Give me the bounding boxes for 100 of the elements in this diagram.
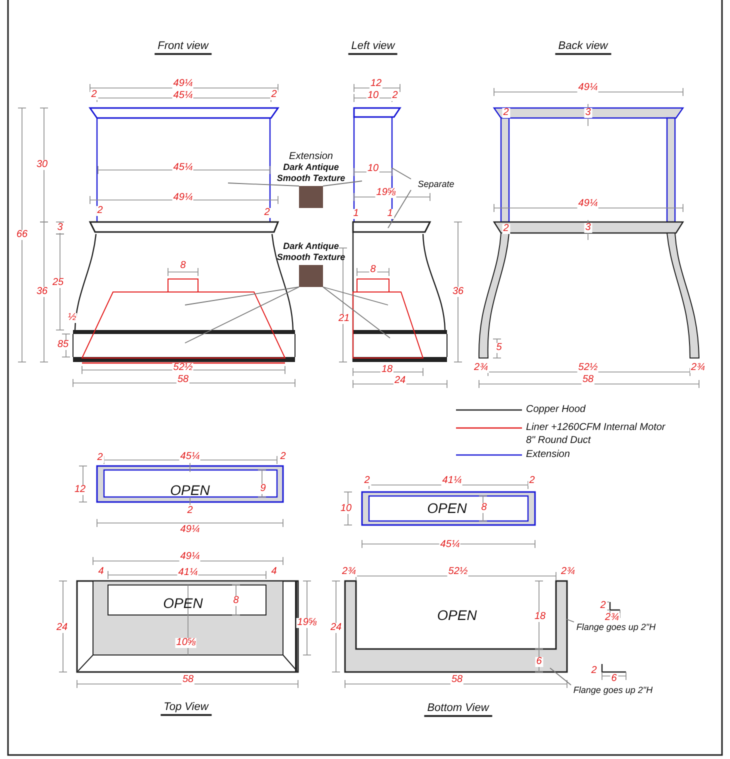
dimension-label: 6: [610, 674, 618, 684]
dimension-label: 10: [339, 504, 353, 514]
callout-text: Flange goes up 2"H: [572, 685, 654, 696]
leader-line: [322, 180, 362, 186]
view-title: Front view: [154, 41, 212, 55]
dimension-label: 10⅝: [175, 638, 197, 648]
dimension-label: 8: [369, 265, 377, 275]
dimension-label: 85: [56, 340, 70, 350]
dimension-label: 2: [502, 224, 510, 234]
dimension-label: 2: [363, 476, 371, 486]
leader-line: [388, 190, 412, 228]
dimension-label: 2¾: [473, 363, 489, 373]
dimension-label: 3: [584, 223, 592, 233]
dimension-label: 25: [51, 278, 65, 288]
dimension-label: 58: [176, 375, 190, 385]
dimension-label: 45¼: [179, 452, 201, 462]
leader-line: [228, 182, 300, 186]
dimension-label: 2: [270, 90, 278, 100]
leader-line: [322, 286, 388, 306]
callout-text: Dark Antique Smooth Texture: [276, 241, 346, 263]
dimension-label: 2¾: [341, 567, 357, 577]
leader-line: [184, 286, 300, 344]
dimension-label: 1: [386, 209, 394, 219]
leader-line: [566, 618, 574, 622]
dimension-label: 2: [528, 476, 536, 486]
leader-line: [550, 668, 572, 686]
dimension-label: 2: [96, 453, 104, 463]
dimension-label: 2: [186, 506, 194, 516]
dimension-label: 8: [179, 261, 187, 271]
view-title: Top View: [160, 702, 212, 716]
dimension-label: 21: [337, 314, 351, 324]
dimension-label: 8: [232, 596, 240, 606]
dimension-label: 10: [366, 164, 380, 174]
dimension-label: 49¼: [179, 525, 201, 535]
dimension-label: 6: [535, 657, 543, 667]
dimension-label: 49¼: [577, 83, 599, 93]
dimension-label: 12: [73, 485, 87, 495]
dimension-label: 36: [451, 287, 465, 297]
dimension-label: 2: [391, 91, 399, 101]
opening-label: OPEN: [163, 596, 203, 610]
leader-line: [322, 286, 390, 338]
dimension-label: 58: [181, 675, 195, 685]
dimension-label: 2: [263, 208, 271, 218]
dimension-label: 36: [35, 287, 49, 297]
dimension-label: 49¼: [172, 79, 194, 89]
dimension-label: 52½: [577, 363, 599, 373]
view-title: Back view: [555, 41, 611, 55]
dimension-label: 8: [480, 503, 488, 513]
dimension-label: 5: [495, 343, 503, 353]
dimension-label: 49¼: [172, 193, 194, 203]
dimension-label: 52½: [447, 567, 469, 577]
dimension-label: 66: [15, 230, 29, 240]
dimension-label: 12: [369, 79, 383, 89]
dimension-label: 1: [352, 209, 360, 219]
dimension-label: 9: [259, 484, 267, 494]
dimension-label: 30: [35, 160, 49, 170]
dimension-label: 2: [96, 206, 104, 216]
dimension-label: 45¼: [172, 163, 194, 173]
dimension-label: 49¼: [577, 199, 599, 209]
callout-text: Flange goes up 2"H: [575, 622, 657, 633]
dimension-label: 4: [270, 567, 278, 577]
legend-text: Copper Hood: [526, 403, 587, 416]
legend-text: Extension: [526, 448, 571, 461]
dimension-label: 52½: [172, 363, 194, 373]
dimension-label: 18: [380, 365, 394, 375]
dimension-label: ½: [66, 313, 78, 323]
dimension-label: 2: [90, 90, 98, 100]
dimension-label: 45¼: [439, 540, 461, 550]
dimension-label: 24: [329, 623, 343, 633]
dimension-label: 24: [393, 376, 407, 386]
leader-line: [392, 168, 412, 180]
dimension-label: 2: [599, 601, 607, 611]
dimension-label: 24: [55, 623, 69, 633]
dimension-label: 49¼: [179, 552, 201, 562]
view-title: Left view: [348, 41, 398, 55]
dimension-label: 2¾: [560, 567, 576, 577]
dimension-label: 58: [581, 375, 595, 385]
legend-text: Liner +1260CFM Internal Motor 8" Round Duct: [526, 421, 666, 447]
opening-label: OPEN: [170, 483, 210, 497]
dimension-label: 3: [56, 223, 64, 233]
dimension-label: 2: [590, 666, 598, 676]
dimension-label: 41¼: [177, 568, 199, 578]
dimension-label: 2: [279, 452, 287, 462]
opening-label: OPEN: [437, 608, 477, 622]
callout-text: Separate: [416, 179, 456, 190]
callout-text: Extension: [288, 151, 334, 162]
dimension-label: 4: [97, 567, 105, 577]
callout-text: Dark Antique Smooth Texture: [276, 162, 346, 184]
dimension-label: 3: [584, 108, 592, 118]
dimension-label: 58: [450, 675, 464, 685]
dimension-label: 45¼: [172, 91, 194, 101]
dimension-label: 2¾: [690, 363, 706, 373]
dimension-label: 18: [533, 612, 547, 622]
dimension-label: 19⅝: [375, 188, 397, 198]
dimension-label: 2¾: [604, 613, 620, 623]
dimension-label: 2: [502, 108, 510, 118]
dimension-label: 41¼: [441, 476, 463, 486]
view-title: Bottom View: [424, 703, 492, 717]
dimension-label: 10: [366, 91, 380, 101]
dimension-label: 19⅝: [296, 618, 318, 628]
